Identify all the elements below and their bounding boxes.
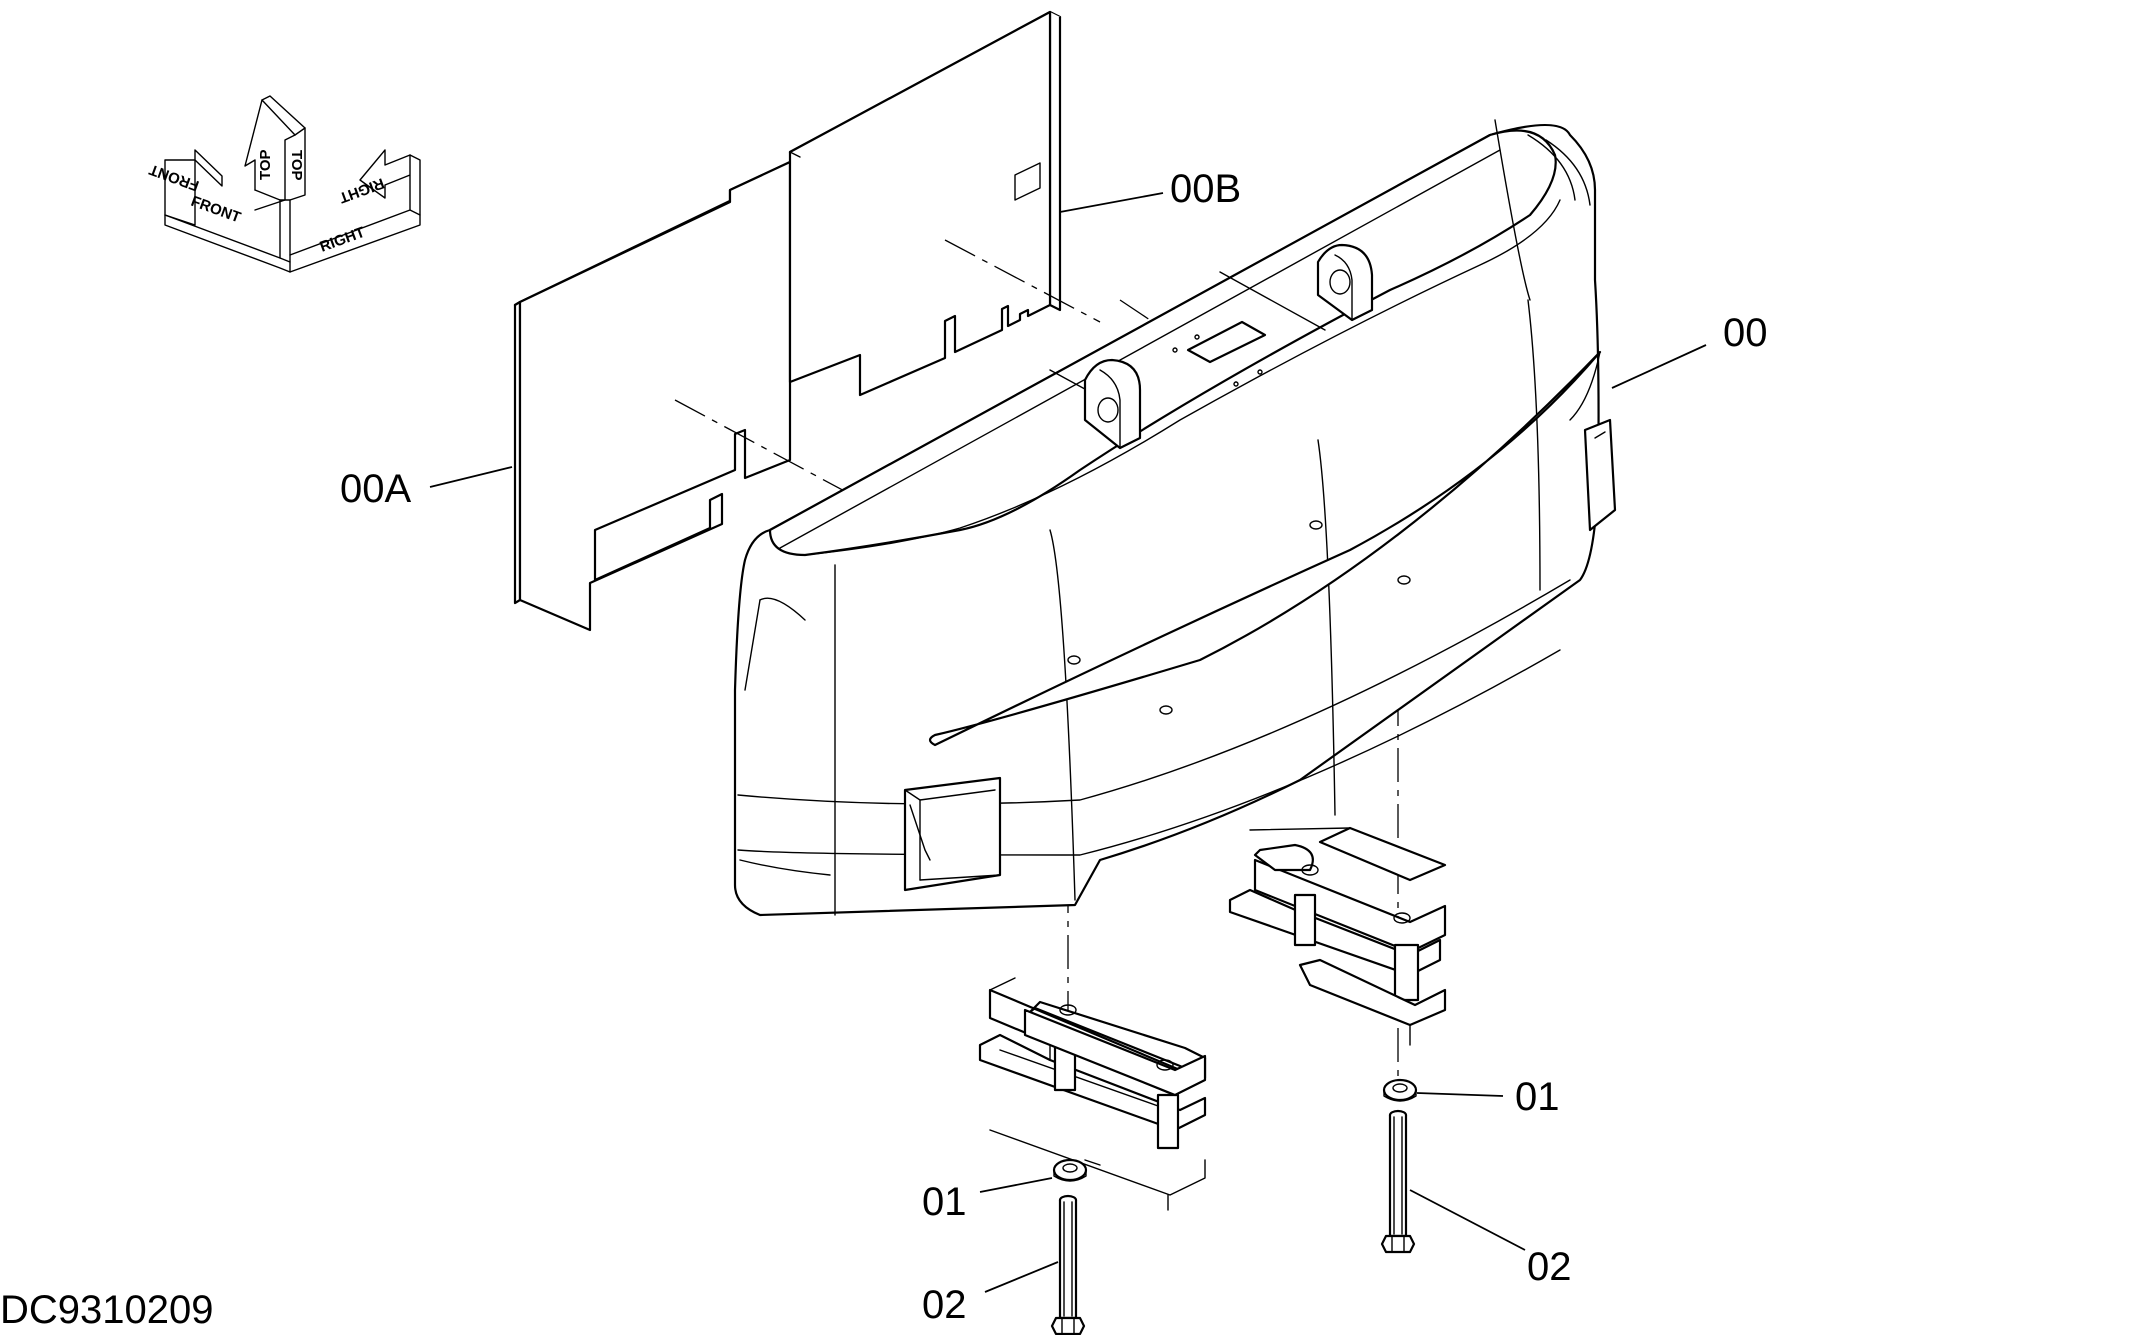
- callout-00A: 00A: [340, 467, 411, 511]
- bolt-left: [1050, 1194, 1086, 1335]
- callout-02-right: 02: [1527, 1245, 1572, 1289]
- drawing-reference-number: DC9310209: [0, 1288, 214, 1332]
- cover-plate-00B: [788, 10, 1062, 397]
- leader-lines: [429, 192, 1707, 1293]
- callout-01-right: 01: [1515, 1075, 1560, 1119]
- frame-bracket-right: [1228, 826, 1447, 1046]
- orientation-top-mirror-label: TOP: [288, 150, 305, 181]
- washer-left: [1052, 1158, 1088, 1182]
- orientation-top-label: TOP: [257, 149, 274, 180]
- orientation-right-label: RIGHT: [318, 224, 368, 256]
- callout-00: 00: [1723, 311, 1768, 355]
- callout-00B: 00B: [1170, 167, 1241, 211]
- orientation-front-upper-label: FRONT: [147, 161, 201, 195]
- orientation-front-label: FRONT: [189, 193, 243, 227]
- washer-right: [1382, 1078, 1418, 1102]
- frame-bracket-left: [978, 977, 1207, 1211]
- callout-01-left: 01: [922, 1180, 967, 1224]
- counterweight-00: [733, 119, 1617, 917]
- bolt-right: [1380, 1109, 1416, 1254]
- callout-02-left: 02: [922, 1283, 967, 1327]
- orientation-symbol: FRONT FRONT TOP TOP RIGHT RIGHT: [147, 95, 421, 273]
